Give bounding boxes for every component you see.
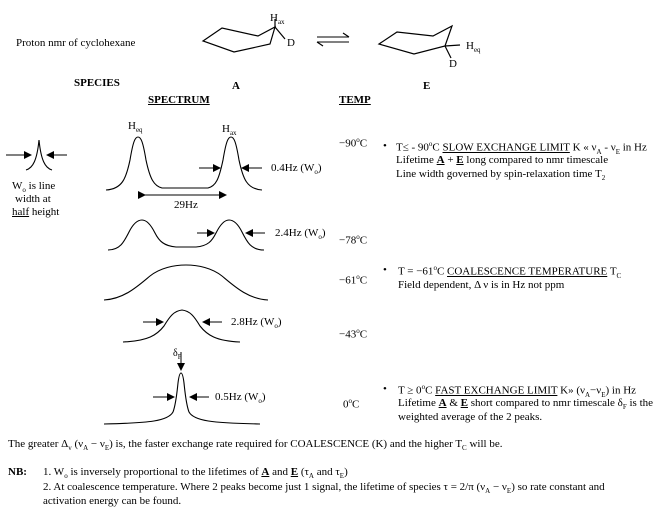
temp-0: 0oC [343,397,360,411]
linewidth-note-line3: half height [12,206,60,218]
spectrum-0 [103,372,261,425]
notes-label: NB: [8,466,27,478]
linewidth-label-90: 0.4Hz (Wo) [271,162,322,177]
linewidth-label-43: 2.8Hz (Wo) [231,316,282,331]
slow-exchange-line2: Lifetime A + E long compared to nmr time… [396,154,609,166]
fast-exchange-line2: Lifetime A & E short compared to nmr tim… [398,397,654,412]
conformer-e-label: E [423,80,431,92]
slow-exchange-line3: Line width governed by spin-relaxation t… [396,168,606,183]
d-label-a: D [287,37,295,49]
temp-minus-61: −61oC [339,273,368,287]
coalescence-line2: Field dependent, Δ ν is in Hz not ppm [398,279,565,291]
peak-label-hax: Hax [222,123,237,138]
temp-minus-43: −43oC [339,327,368,341]
delta-f-label: δF [173,348,182,361]
temp-header: TEMP [339,94,371,106]
linewidth-label-78: 2.4Hz (Wo) [275,227,326,242]
bullet-coalescence: • [383,264,387,276]
linewidth-note-line2: width at [15,193,51,205]
linewidth-illustration [6,139,67,171]
bullet-fast: • [383,383,387,395]
fast-exchange-line1: T ≥ 0oC FAST EXCHANGE LIMIT K» (νA−νE) i… [398,383,637,399]
bullet-slow: • [383,140,387,152]
note-1: 1. Wo is inversely proportional to the l… [43,466,348,481]
note-2-line1: 2. At coalescence temperature. Where 2 p… [43,481,605,496]
chair-conformer-a [201,19,286,53]
note-2-line2: activation energy can be found. [43,495,182,507]
peak-label-heq: Heq [128,120,143,135]
spectrum-minus-43 [122,309,241,343]
equilibrium-arrows [316,32,350,47]
species-header: SPECIES [74,77,120,89]
conformer-a-label: A [232,80,240,92]
page-title: Proton nmr of cyclohexane [16,37,136,49]
h-equatorial-label: Heq [466,40,481,55]
fast-exchange-line3: weighted average of the 2 peaks. [398,411,543,423]
spectrum-minus-90 [105,136,263,191]
chair-conformer-e [377,24,461,59]
separation-label: 29Hz [174,199,198,211]
d-label-e: D [449,58,457,70]
linewidth-label-0: 0.5Hz (Wo) [215,391,266,406]
spectrum-minus-78 [107,219,265,251]
slow-exchange-line1: T≤ - 90oC SLOW EXCHANGE LIMIT K « νA - ν… [396,140,647,156]
temp-minus-78: −78oC [339,233,368,247]
spectrum-header: SPECTRUM [148,94,210,106]
temp-minus-90: −90oC [339,136,368,150]
summary-line: The greater Δv (νA − νE) is, the faster … [8,438,503,453]
h-axial-label: Hax [270,12,285,27]
spectrum-minus-61 [103,264,269,301]
linewidth-note-line1: Wo is line [12,180,56,195]
coalescence-line1: T = −61oC COALESCENCE TEMPERATURE TC [398,264,622,280]
